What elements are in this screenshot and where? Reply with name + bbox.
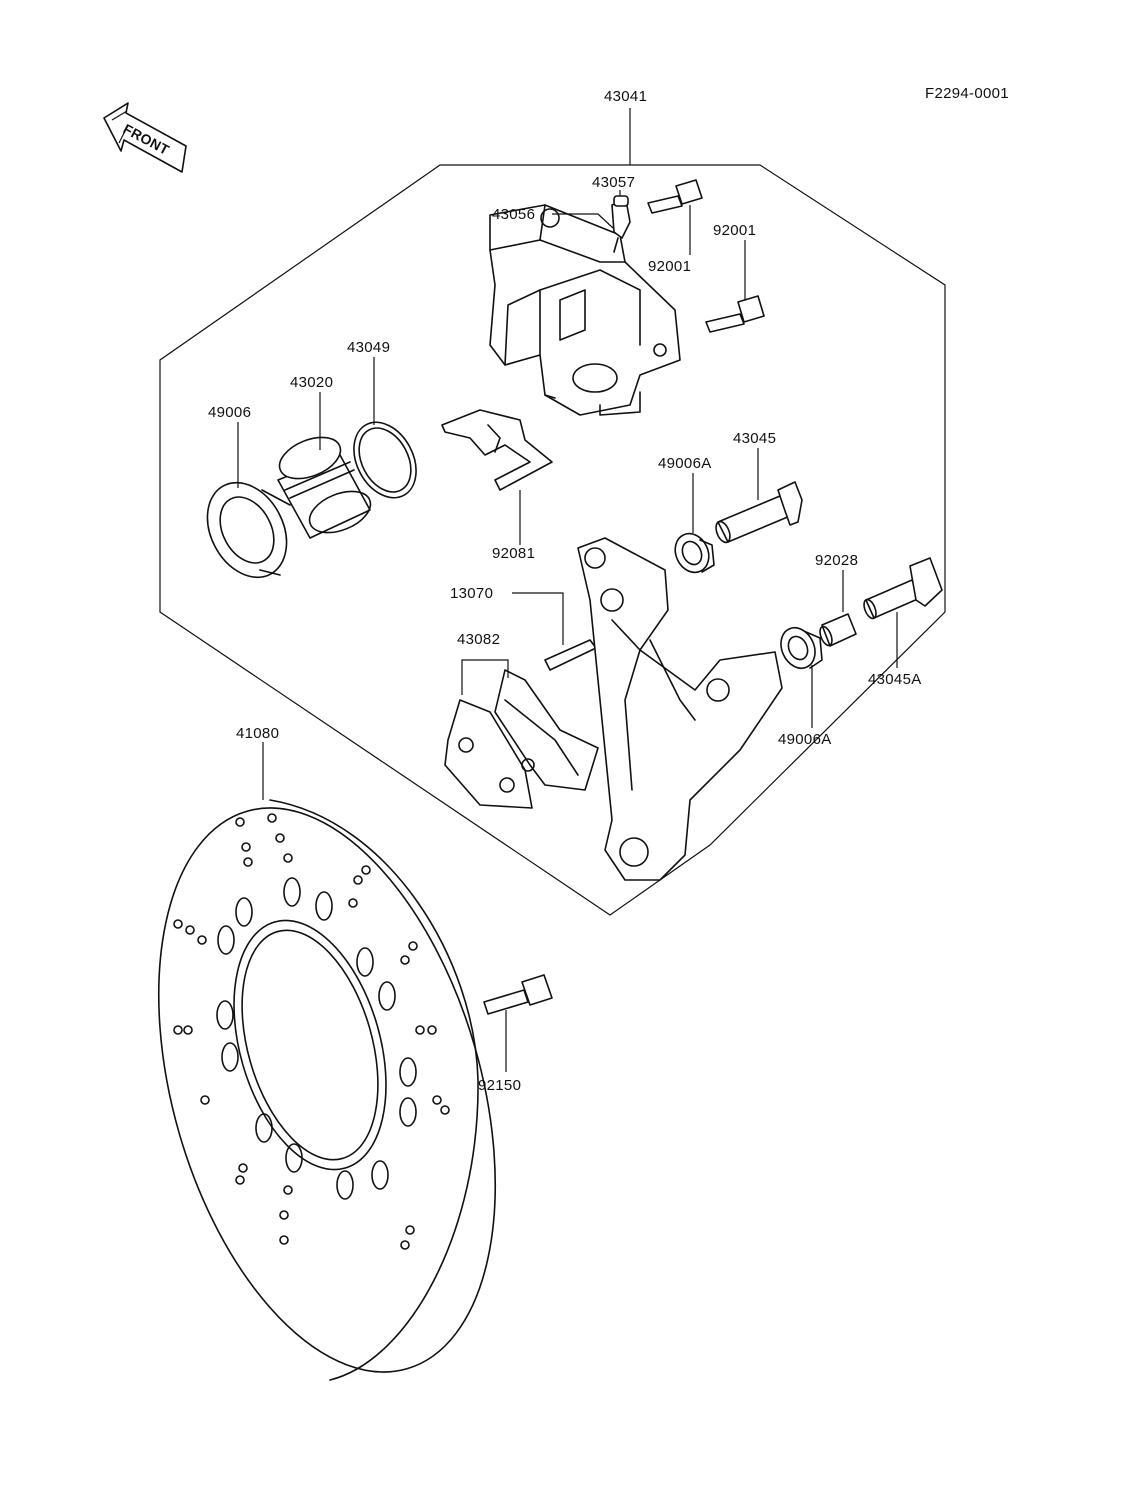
part-label-43057: 43057 [592,174,635,191]
part-label-92150: 92150 [478,1077,521,1094]
part-label-43041: 43041 [604,88,647,105]
disc-ventilation-holes [173,813,450,1250]
part-label-49006A-bottom: 49006A [778,731,832,748]
pin-43045 [715,481,803,544]
bolt-92001-upper [647,179,703,214]
boot-49006A-upper [674,532,715,574]
brake-pads-43082 [444,669,599,809]
ring-43049 [353,421,417,499]
pin-43045A [863,557,943,620]
piston-43020 [277,436,372,539]
part-label-92001-a: 92001 [648,258,691,275]
part-label-43045A: 43045A [868,671,922,688]
front-arrow-icon: FRONT [103,102,187,173]
part-label-92028: 92028 [815,552,858,569]
part-label-13070: 13070 [450,585,493,602]
part-label-43049: 43049 [347,339,390,356]
bolt-92001-lower [705,295,765,333]
sleeve-92028 [819,613,857,647]
disc-bolt-92150 [483,974,553,1015]
diagram-ref-code: F2294-0001 [925,85,1009,102]
part-label-41080: 41080 [236,725,279,742]
caliper-assembly-boundary [159,164,946,916]
part-label-43056: 43056 [492,206,535,223]
boot-49006A-lower [780,627,823,669]
brake-disc-41080 [157,799,497,1381]
plate-13070 [544,639,597,671]
part-label-43082: 43082 [457,631,500,648]
caliper-body [489,204,681,416]
part-label-43045: 43045 [733,430,776,447]
part-label-43020: 43020 [290,374,333,391]
caliper-bracket [577,537,783,881]
part-label-92081: 92081 [492,545,535,562]
part-label-49006A-top: 49006A [658,455,712,472]
part-label-92001-b: 92001 [713,222,756,239]
seal-49006 [206,481,291,579]
part-label-49006: 49006 [208,404,251,421]
bleeder-valve [611,195,631,253]
spring-clip-92081 [441,409,553,491]
